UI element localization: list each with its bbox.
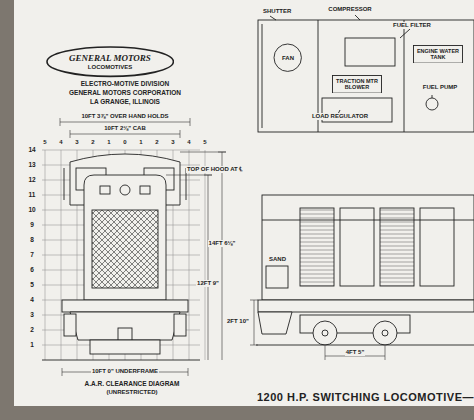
- dimension-label: 14: [27, 146, 36, 153]
- front-view: [42, 154, 200, 360]
- dimension-label: 6: [29, 266, 35, 273]
- node-text: GENERAL MOTORS: [69, 53, 151, 63]
- dimension-label: 13: [27, 161, 36, 168]
- node-text: LOCOMOTIVES: [69, 64, 151, 71]
- dimension-label: 14FT 6⅛": [208, 240, 237, 247]
- dimension-label: 10: [27, 206, 36, 213]
- dimension-label: 12FT 9": [196, 280, 220, 287]
- dimension-label: 3: [74, 139, 79, 146]
- dimension-label: 7: [29, 251, 35, 258]
- dimension-label: 4: [186, 139, 191, 146]
- dimension-label: 8: [29, 236, 35, 243]
- dimension-label: ELECTRO-MOTIVE DIVISION: [80, 80, 170, 87]
- dimension-label: 1: [29, 341, 35, 348]
- dimension-label: A.A.R. CLEARANCE DIAGRAM: [84, 380, 181, 387]
- node-shape: [414, 45, 463, 63]
- node-text: TRACTION MTR BLOWER: [335, 78, 379, 91]
- fan-circle: FAN: [273, 43, 302, 72]
- node-text: FAN: [282, 55, 294, 62]
- blower-box: TRACTION MTR BLOWER: [332, 75, 382, 94]
- dimension-label: 10FT 3⅞" OVER HAND HOLDS: [80, 113, 169, 120]
- dimension-label: 10FT 0" UNDERFRAME: [91, 368, 159, 375]
- node-shape: [47, 47, 173, 76]
- node-text-block: ENGINE WATER TANK: [416, 48, 460, 61]
- dimension-label: LA GRANGE, ILLINOIS: [89, 98, 161, 105]
- drawing-title: 1200 H.P. SWITCHING LOCOMOTIVE—M: [256, 391, 474, 404]
- maker-logo: GENERAL MOTORSLOCOMOTIVES: [46, 46, 174, 77]
- node-text-block: FAN: [282, 55, 294, 62]
- dimension-label: 2: [29, 326, 35, 333]
- dimension-label: 1: [106, 139, 111, 146]
- dimension-label: 5: [42, 139, 47, 146]
- clearance-grid: [42, 150, 205, 360]
- plan-view: [258, 15, 474, 132]
- dimension-label: 3: [29, 311, 35, 318]
- node-shape: [274, 44, 301, 71]
- grid-line: [61, 150, 62, 360]
- dimension-label: GENERAL MOTORS CORPORATION: [68, 89, 182, 96]
- dimension-label: 12: [27, 176, 36, 183]
- dimension-label: 9: [29, 221, 35, 228]
- dimension-label: FUEL FILTER: [392, 22, 432, 29]
- dimension-label: 2FT 10": [226, 318, 250, 325]
- grid-line: [205, 150, 206, 360]
- dimension-label: (UNRESTRICTED): [106, 389, 159, 396]
- node-text-block: TRACTION MTR BLOWER: [335, 78, 379, 91]
- side-view: [256, 195, 474, 345]
- node-shape: [333, 75, 382, 93]
- dimension-label: 1: [138, 139, 143, 146]
- dimension-label: SHUTTER: [262, 8, 292, 15]
- dimension-label: 0: [122, 139, 127, 146]
- dimension-label: FUEL PUMP: [422, 84, 459, 91]
- dimension-label: 4: [58, 139, 63, 146]
- dimension-label: 5: [29, 281, 35, 288]
- dimension-label: 11: [28, 191, 37, 198]
- grid-line: [42, 150, 200, 151]
- dimension-label: 10FT 2⅜" CAB: [103, 125, 147, 132]
- dimension-label: 2: [154, 139, 159, 146]
- dimension-label: COMPRESSOR: [327, 6, 372, 13]
- dimension-label: 2: [90, 139, 95, 146]
- node-text: ENGINE WATER TANK: [416, 48, 460, 61]
- node-text-block: GENERAL MOTORSLOCOMOTIVES: [69, 53, 151, 70]
- dimension-label: LOAD REGULATOR: [311, 113, 369, 120]
- dimension-label: 4: [29, 296, 35, 303]
- grid-line: [45, 150, 46, 360]
- dimension-label: 3: [170, 139, 175, 146]
- dimension-label: 5: [202, 139, 207, 146]
- grid-line: [189, 150, 190, 360]
- dimension-label: SAND: [268, 256, 287, 263]
- dimension-label: TOP OF HOOD AT ℄: [186, 166, 243, 173]
- water-tank-box: ENGINE WATER TANK: [413, 45, 463, 64]
- dimension-label: 4FT 5": [345, 349, 366, 356]
